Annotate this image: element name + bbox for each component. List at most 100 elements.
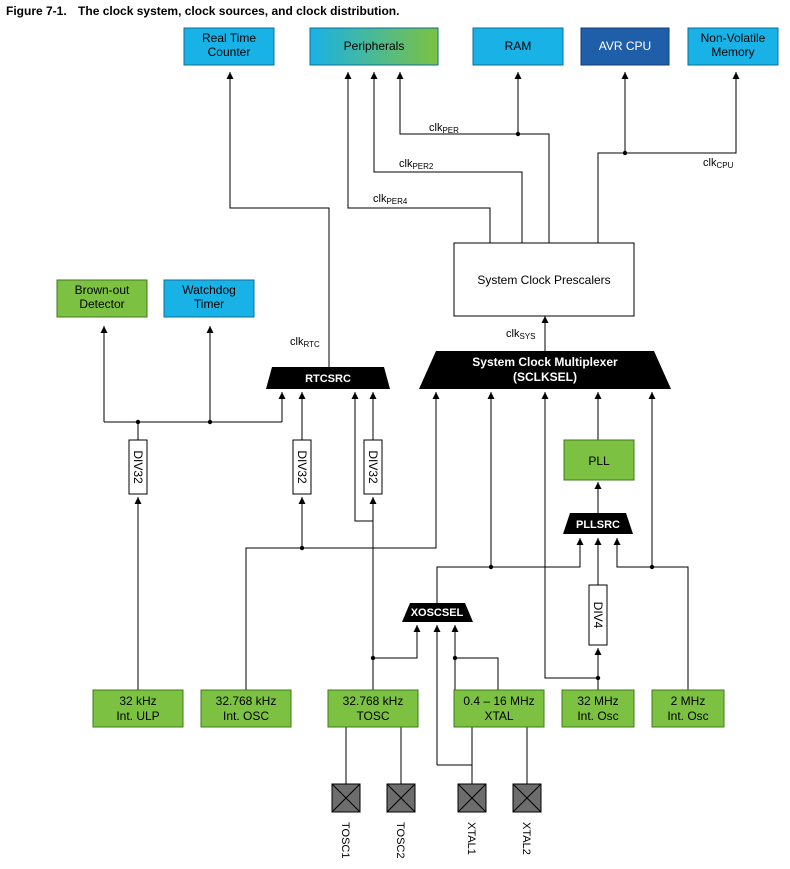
osc32k-box: [200, 689, 292, 728]
figure-number: Figure 7-1.: [6, 4, 67, 18]
pll-label: PLL: [588, 454, 610, 468]
div4-box: [588, 584, 608, 646]
system-clock-multiplexer: System Clock Multiplexer (SCLKSEL): [419, 351, 671, 389]
prescalers-label: System Clock Prescalers: [477, 273, 610, 287]
pin-tosc2: TOSC2: [386, 783, 416, 858]
clk-per4-label: clkPER4: [373, 193, 408, 206]
figure-title: The clock system, clock sources, and clo…: [78, 4, 399, 18]
pin-cross-icon: [331, 783, 361, 813]
wdt-label-1: Watchdog: [182, 283, 236, 297]
clk-per2-label: clkPER2: [399, 158, 434, 171]
junction: [622, 150, 628, 156]
clk-rtc-label: clkRTC: [290, 336, 320, 349]
rtcsrc-mux: RTCSRC: [266, 367, 390, 389]
ulp-label-1: 32 kHz: [119, 694, 156, 708]
rc32m-label-1: 32 MHz: [577, 694, 618, 708]
sysmux-shape: [419, 351, 671, 389]
junction: [649, 564, 655, 570]
div32-osc-label: DIV32: [295, 450, 309, 484]
clk-cpu-label: clkCPU: [703, 157, 734, 170]
rtc-label-2: Counter: [208, 45, 251, 59]
figure-caption: Figure 7-1. The clock system, clock sour…: [6, 4, 399, 18]
wires: [100, 72, 740, 784]
pin-xtal1-label: XTAL1: [465, 822, 477, 855]
pin-cross-icon: [457, 783, 487, 813]
pin-xtal1: XTAL1: [457, 783, 487, 855]
nvm-label-1: Non-Volatile: [701, 31, 766, 45]
rtcsrc-shape: [266, 367, 390, 389]
prescalers-box: [453, 242, 635, 317]
source-boxes: 32 kHz Int. ULP 32.768 kHz Int. OSC 32.7…: [92, 689, 725, 728]
pllsrc-shape: [563, 513, 633, 534]
junction: [595, 675, 601, 681]
junction: [135, 419, 141, 425]
wire-clk-per4: [344, 72, 491, 243]
wire-clk-cpu-nvm: [597, 72, 740, 243]
ulp-box: [92, 689, 184, 728]
rc32m-box: [561, 689, 635, 728]
ram-label: RAM: [505, 39, 532, 53]
junction: [299, 545, 305, 551]
junction: [515, 131, 521, 137]
wire-clk-per: [396, 72, 550, 243]
consumer-boxes: Real Time Counter Peripherals RAM AVR CP…: [56, 27, 779, 318]
sysmux-label-2: (SCLKSEL): [513, 370, 577, 384]
peripherals-box: [309, 27, 439, 66]
xtal-label-1: 0.4 – 16 MHz: [463, 694, 534, 708]
junction: [370, 655, 376, 661]
wdt-box: [163, 279, 255, 318]
pin-tosc1: TOSC1: [331, 783, 361, 858]
pins: TOSC1 TOSC2 XTAL1 XTAL2: [331, 783, 542, 858]
wire-osc32k-sysmux: [245, 392, 440, 690]
pin-xtal2-label: XTAL2: [520, 822, 532, 855]
junction: [207, 419, 213, 425]
pin-tosc1-label: TOSC1: [339, 822, 351, 858]
wire-tosc-rtcsrc: [351, 392, 373, 522]
xoscsel-label: XOSCSEL: [411, 607, 464, 619]
div32-tosc-box: [363, 439, 383, 495]
junctions: [135, 131, 655, 681]
pin-tosc2-label: TOSC2: [394, 822, 406, 858]
wire-xoscsel-sysmux: [436, 392, 495, 603]
peripherals-label: Peripherals: [344, 39, 405, 53]
avr-cpu-label: AVR CPU: [599, 39, 651, 53]
wire-tosc-xoscsel: [373, 625, 421, 659]
xoscsel-shape: [402, 603, 473, 622]
bod-box: [56, 279, 148, 318]
rc2m-box: [651, 689, 725, 728]
tosc-label-1: 32.768 kHz: [343, 694, 404, 708]
pin-xtal2: XTAL2: [512, 783, 542, 855]
junction: [488, 564, 494, 570]
pin-cross-icon: [386, 783, 416, 813]
bod-label-2: Detector: [79, 297, 124, 311]
pllsrc-mux: PLLSRC: [563, 513, 633, 534]
osc32k-label-1: 32.768 kHz: [216, 694, 277, 708]
avr-cpu-box: [580, 27, 670, 66]
clock-labels: clkPER clkPER2 clkPER4 clkCPU clkSYS clk…: [290, 122, 734, 349]
wdt-label-2: Timer: [194, 297, 224, 311]
sysmux-label-1: System Clock Multiplexer: [472, 355, 618, 369]
xtal-label-2: XTAL: [484, 709, 513, 723]
rc32m-label-2: Int. Osc: [577, 709, 618, 723]
bod-label-1: Brown-out: [75, 283, 130, 297]
divider-boxes: DIV32 DIV32 DIV32 DIV4: [128, 439, 608, 646]
div32-ulp-box: [128, 439, 148, 495]
rtc-label-1: Real Time: [202, 31, 256, 45]
rtcsrc-label: RTCSRC: [305, 373, 351, 385]
div32-ulp-label: DIV32: [131, 450, 145, 484]
clk-sys-label: clkSYS: [506, 328, 535, 341]
clk-per-label: clkPER: [429, 122, 459, 135]
rc2m-label-2: Int. Osc: [667, 709, 708, 723]
div4-label: DIV4: [591, 602, 605, 629]
junction: [452, 655, 458, 661]
div32-osc-box: [292, 439, 312, 495]
rtc-box: [183, 27, 275, 66]
xoscsel-mux: XOSCSEL: [402, 603, 473, 622]
ulp-label-2: Int. ULP: [116, 709, 159, 723]
tosc-label-2: TOSC: [356, 709, 389, 723]
wire-clk-per2: [370, 72, 523, 243]
ram-box: [472, 27, 564, 66]
pllsrc-label: PLLSRC: [576, 519, 620, 531]
